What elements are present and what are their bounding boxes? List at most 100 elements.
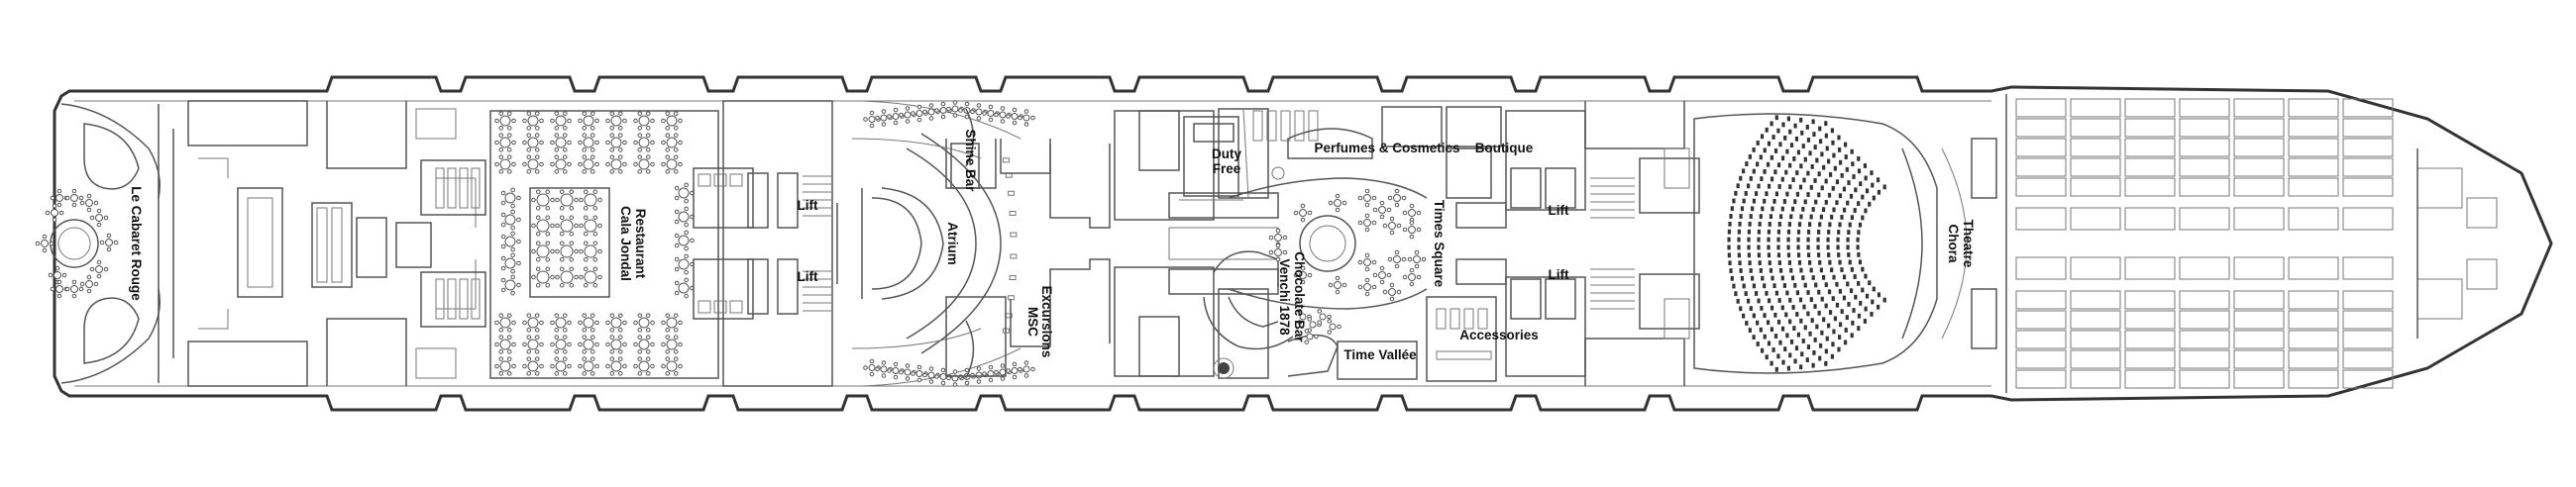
theatre-seat	[1793, 199, 1797, 205]
theatre-seat	[1756, 141, 1760, 146]
theatre-seat	[1787, 260, 1792, 265]
theatre-seat	[1817, 192, 1821, 198]
chair	[976, 103, 982, 108]
cabin	[2015, 330, 2067, 349]
theatre-seat	[1796, 229, 1801, 235]
chair	[578, 161, 583, 167]
theatre-seat	[1767, 237, 1771, 243]
theatre-seat	[1773, 334, 1778, 339]
chair	[52, 203, 57, 209]
chair	[79, 200, 85, 206]
cabin	[2342, 349, 2394, 369]
chair	[554, 154, 560, 159]
seat	[1010, 253, 1018, 259]
theatre-seat	[1793, 282, 1797, 288]
chair	[64, 286, 70, 292]
theatre-seat	[1821, 207, 1826, 213]
chair	[592, 266, 598, 272]
theatre-seat	[1872, 195, 1876, 201]
chair	[522, 363, 527, 369]
chair	[650, 320, 655, 326]
chair	[1364, 188, 1370, 194]
cabin	[2288, 290, 2339, 310]
theatre-seat	[1739, 214, 1743, 219]
chair	[869, 358, 875, 364]
theatre-seat	[1868, 201, 1872, 207]
label-chora: Chora	[1946, 224, 1961, 262]
chair	[78, 195, 84, 201]
theatre-seat	[1780, 176, 1784, 182]
chair	[684, 253, 689, 259]
chair	[510, 225, 515, 231]
theatre-seat	[1802, 177, 1806, 183]
theatre-seat	[1798, 184, 1803, 190]
chair	[96, 273, 102, 279]
theatre-seat	[1811, 119, 1815, 125]
theatre-seat	[1813, 304, 1817, 309]
theatre-seat	[1846, 281, 1850, 287]
chair	[554, 328, 560, 333]
restaurant-table	[560, 270, 574, 284]
restaurant-table	[583, 360, 594, 372]
chair	[637, 154, 643, 159]
cabin	[2342, 98, 2394, 118]
label-le-cabaret-rouge: Le Cabaret Rouge	[129, 186, 144, 301]
booth	[459, 167, 469, 209]
chair	[1304, 340, 1310, 344]
theatre-seat	[1828, 259, 1832, 265]
chair	[103, 266, 109, 272]
theatre-seat	[1882, 184, 1886, 190]
cabin	[2179, 349, 2230, 369]
booth	[447, 167, 457, 209]
theatre-seat	[1859, 300, 1863, 306]
chair	[673, 349, 679, 354]
chair	[594, 161, 599, 167]
chair	[526, 126, 532, 131]
label-cala-jondal: Cala Jondal	[618, 206, 633, 281]
theatre-seat	[1857, 155, 1861, 161]
chair	[498, 335, 504, 340]
theatre-seat	[1794, 136, 1799, 142]
label-lift-aft-bottom: Lift	[798, 269, 818, 284]
theatre-seat	[1760, 134, 1765, 140]
chair	[559, 266, 565, 272]
theatre-seat	[1832, 329, 1836, 335]
chair	[650, 140, 655, 146]
theatre-seat	[1817, 310, 1821, 316]
chair	[673, 126, 679, 131]
cabaret-table	[105, 239, 113, 246]
theatre-seat	[1776, 229, 1781, 235]
chair	[567, 140, 572, 146]
chair	[96, 222, 102, 228]
restaurant-table	[527, 339, 539, 350]
chair	[982, 371, 987, 376]
theatre-seat	[1748, 221, 1752, 227]
chair	[562, 133, 568, 138]
chair	[633, 161, 638, 167]
theatre-seat	[1793, 123, 1797, 129]
chair	[1300, 279, 1306, 285]
chair	[569, 231, 575, 237]
cabin	[2070, 349, 2121, 369]
midship-services	[1049, 108, 1279, 379]
theatre-seat	[1785, 191, 1789, 197]
lounge-table	[975, 108, 983, 116]
theatre-seat	[1863, 319, 1868, 324]
chair	[928, 366, 934, 371]
chair	[1382, 223, 1388, 229]
chair	[590, 154, 595, 159]
theatre-seat	[1857, 251, 1861, 257]
chair	[665, 147, 671, 152]
cabin	[2124, 369, 2176, 389]
label-accessories: Accessories	[1459, 328, 1539, 342]
cabaret-table	[85, 199, 93, 207]
chair	[1000, 119, 1006, 124]
theatre-seat	[1822, 317, 1826, 323]
chair	[592, 215, 598, 221]
theatre-seat	[1783, 346, 1787, 352]
chair	[1371, 195, 1377, 201]
chair	[922, 372, 927, 378]
cafe-table	[1408, 226, 1416, 234]
lounge-table	[892, 367, 900, 374]
chair	[511, 161, 516, 167]
